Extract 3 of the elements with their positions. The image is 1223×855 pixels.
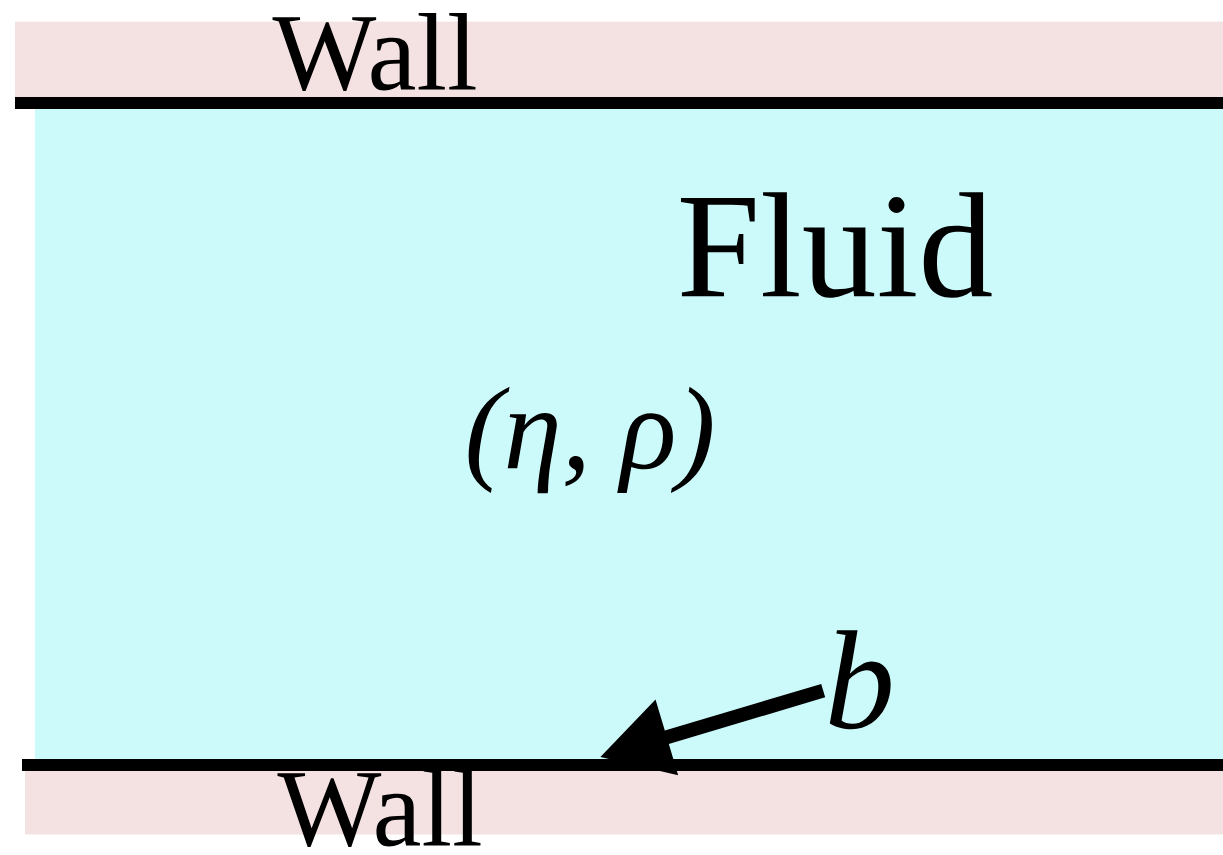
wall-band: Wall bbox=[15, 12, 1223, 103]
symbol-label: b bbox=[829, 630, 891, 730]
wall-band: Wall bbox=[25, 767, 1223, 848]
